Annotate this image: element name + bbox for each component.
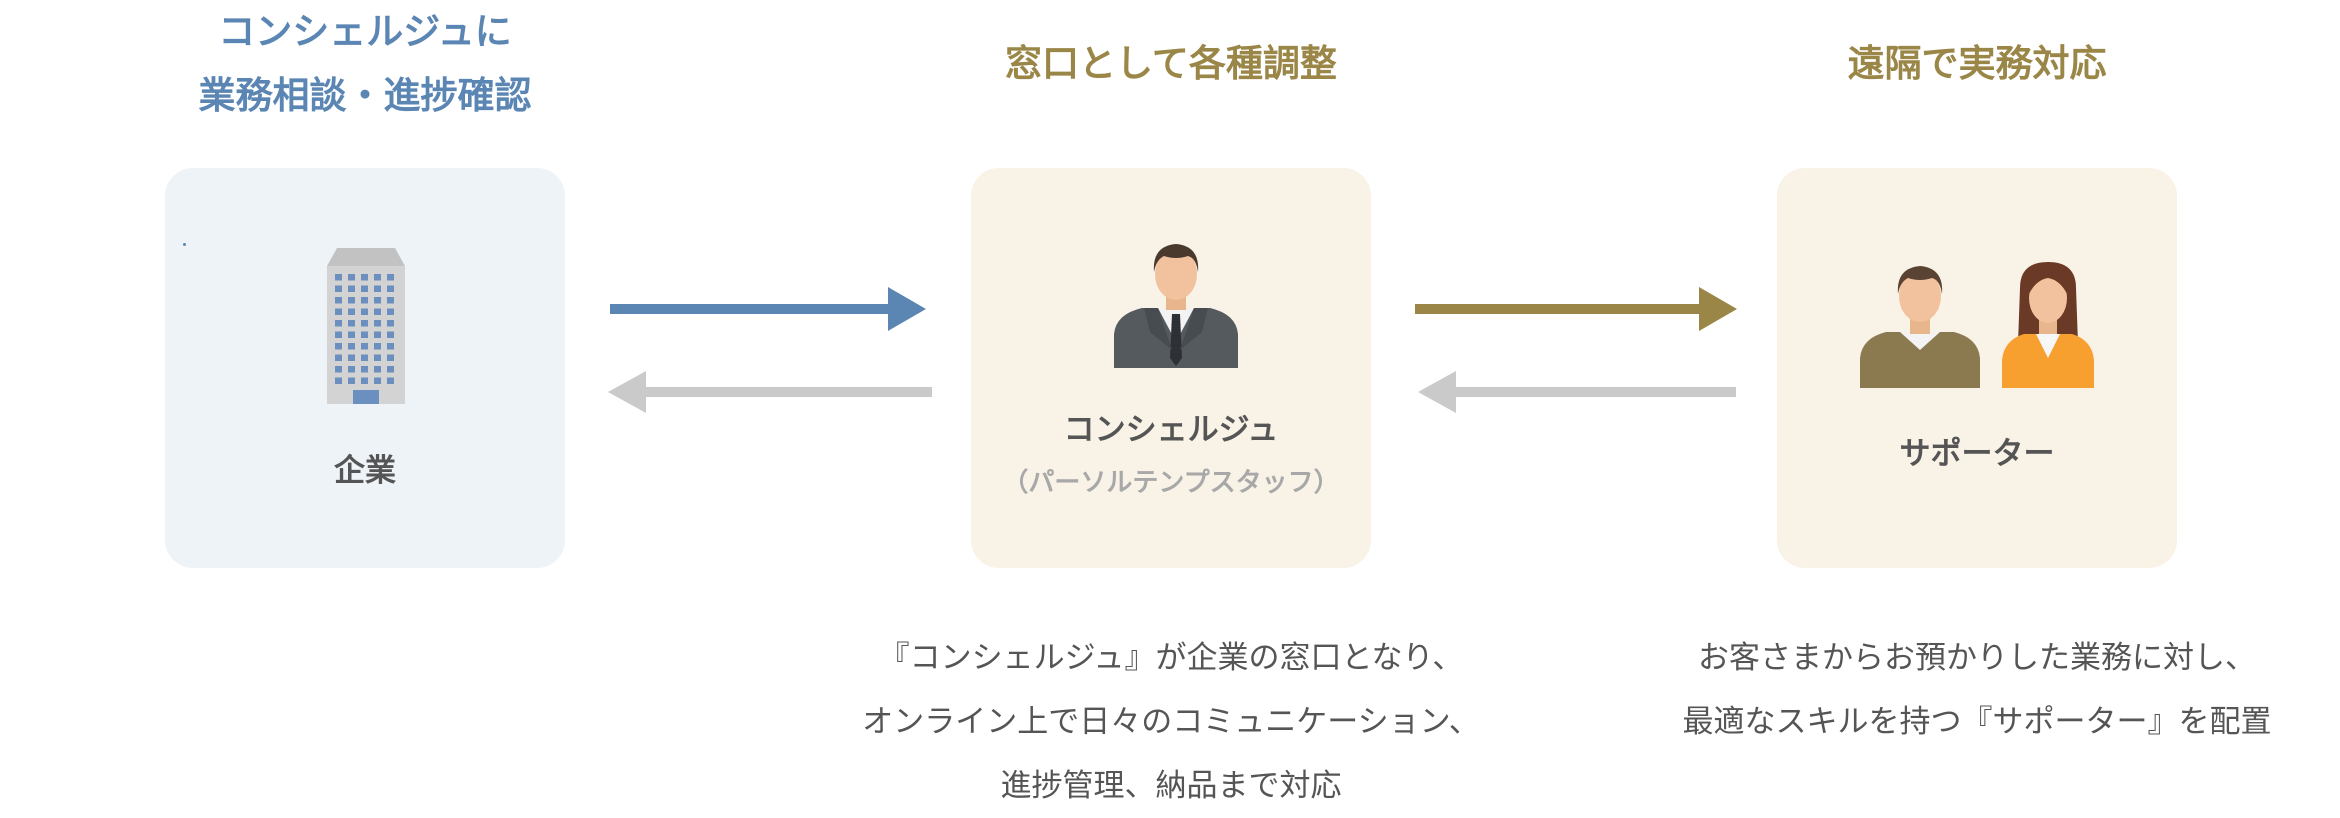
building-window bbox=[335, 297, 342, 304]
supporter-label: サポーター bbox=[1899, 436, 2055, 472]
heading-supporter: 遠隔で実務対応 bbox=[1777, 32, 2177, 96]
heading-company: コンシェルジュに 業務相談・進捗確認 bbox=[165, 0, 565, 128]
building-window bbox=[374, 297, 381, 304]
building-window bbox=[348, 377, 355, 384]
building-window bbox=[361, 331, 368, 338]
building-window bbox=[374, 331, 381, 338]
building-window bbox=[335, 285, 342, 292]
building-window bbox=[361, 274, 368, 281]
building-window bbox=[387, 354, 394, 361]
building-window bbox=[335, 308, 342, 315]
building-window bbox=[361, 354, 368, 361]
female-supporter-icon bbox=[2002, 262, 2094, 388]
building-window bbox=[387, 274, 394, 281]
concierge-description-line-1: 『コンシェルジュ』が企業の窓口となり、 bbox=[878, 640, 1464, 676]
building-window bbox=[335, 377, 342, 384]
building-window bbox=[348, 297, 355, 304]
building-window bbox=[361, 308, 368, 315]
businessman-icon bbox=[1114, 244, 1238, 368]
building-window bbox=[374, 366, 381, 373]
supporter-box: サポーター bbox=[1777, 168, 2177, 568]
building-window bbox=[348, 343, 355, 350]
building-window bbox=[348, 320, 355, 327]
building-window bbox=[348, 274, 355, 281]
company-box: 企業 bbox=[165, 168, 565, 568]
concierge-sublabel: （パーソルテンプスタッフ） bbox=[1002, 468, 1340, 498]
concierge-label: コンシェルジュ bbox=[1063, 412, 1279, 448]
heading-concierge: 窓口として各種調整 bbox=[971, 32, 1371, 96]
building-window bbox=[348, 366, 355, 373]
building-window bbox=[374, 354, 381, 361]
male-supporter-icon bbox=[1860, 266, 1980, 388]
building-window bbox=[348, 308, 355, 315]
heading-supporter-line-1: 遠隔で実務対応 bbox=[1847, 42, 2107, 85]
office-building-icon bbox=[327, 248, 405, 404]
concierge-description: 『コンシェルジュ』が企業の窓口となり、 オンライン上で日々のコミュニケーション、… bbox=[771, 626, 1571, 818]
building-window bbox=[348, 285, 355, 292]
supporter-description-line-2: 最適なスキルを持つ『サポーター』を配置 bbox=[1682, 704, 2272, 740]
building-window bbox=[361, 297, 368, 304]
building-window bbox=[387, 297, 394, 304]
arrow-company-to-concierge bbox=[610, 287, 926, 331]
company-label: 企業 bbox=[334, 453, 396, 489]
building-window bbox=[335, 331, 342, 338]
building-window bbox=[387, 366, 394, 373]
building-window bbox=[374, 285, 381, 292]
building-window bbox=[361, 285, 368, 292]
building-window bbox=[361, 320, 368, 327]
arrow-supporter-to-concierge bbox=[1418, 371, 1736, 413]
arrow-concierge-to-company bbox=[608, 371, 932, 413]
building-window bbox=[374, 308, 381, 315]
concierge-description-line-2: オンライン上で日々のコミュニケーション、 bbox=[862, 704, 1480, 740]
supporter-description: お客さまからお預かりした業務に対し、 最適なスキルを持つ『サポーター』を配置 bbox=[1627, 626, 2327, 754]
building-window bbox=[335, 366, 342, 373]
arrow-concierge-to-supporter bbox=[1415, 287, 1737, 331]
heading-concierge-line-1: 窓口として各種調整 bbox=[1005, 42, 1337, 85]
concierge-description-line-3: 進捗管理、納品まで対応 bbox=[1000, 768, 1342, 804]
building-window bbox=[335, 354, 342, 361]
building-window bbox=[387, 320, 394, 327]
building-window bbox=[348, 354, 355, 361]
building-window bbox=[374, 343, 381, 350]
building-window bbox=[361, 377, 368, 384]
building-window bbox=[348, 331, 355, 338]
building-window bbox=[387, 343, 394, 350]
building-window bbox=[335, 274, 342, 281]
building-window bbox=[387, 285, 394, 292]
building-window bbox=[387, 377, 394, 384]
building-window bbox=[374, 377, 381, 384]
building-window bbox=[387, 308, 394, 315]
building-window bbox=[361, 343, 368, 350]
building-window bbox=[374, 274, 381, 281]
supporter-description-line-1: お客さまからお預かりした業務に対し、 bbox=[1698, 640, 2256, 676]
building-window bbox=[374, 320, 381, 327]
heading-company-line-1: コンシェルジュに bbox=[218, 10, 512, 53]
building-window bbox=[335, 343, 342, 350]
building-window bbox=[361, 366, 368, 373]
dot-marker bbox=[183, 243, 186, 246]
concierge-box: コンシェルジュ （パーソルテンプスタッフ） bbox=[971, 168, 1371, 568]
building-window bbox=[335, 320, 342, 327]
heading-company-line-2: 業務相談・進捗確認 bbox=[198, 74, 532, 117]
building-window bbox=[387, 331, 394, 338]
